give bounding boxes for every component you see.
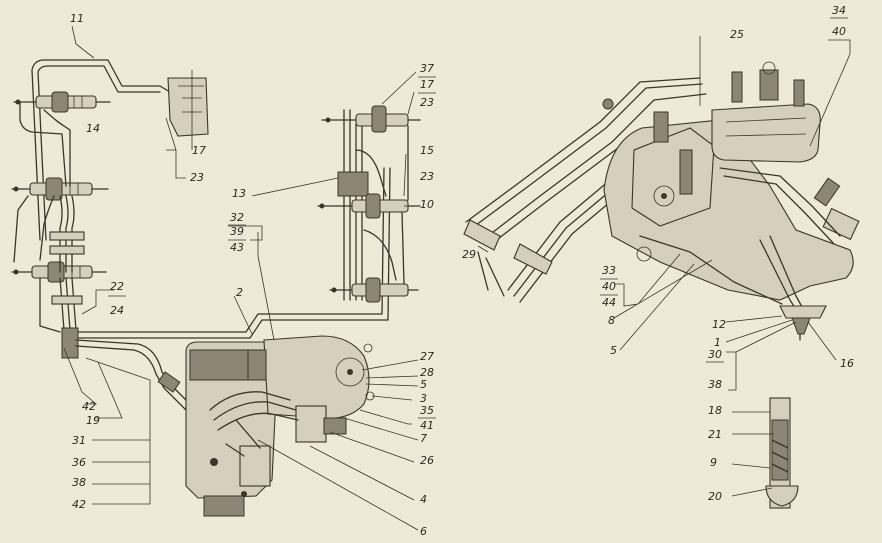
- injector-row-top: [13, 91, 111, 113]
- injector-row-middle: [11, 177, 109, 201]
- label-underlines: [108, 17, 848, 419]
- callout-1: 1: [714, 336, 721, 349]
- injector-row-bottom: [11, 261, 107, 283]
- callout-13: 13: [232, 187, 246, 200]
- callout-15: 15: [420, 144, 434, 157]
- injector-nozzle-29: [463, 219, 553, 297]
- callout-6: 6: [420, 525, 427, 538]
- callout-4: 4: [420, 493, 427, 506]
- right-injector-column: [317, 105, 421, 303]
- callout-40-middle: 40: [602, 280, 616, 293]
- priming-pump: [295, 405, 327, 443]
- callout-2: 2: [236, 286, 243, 299]
- callout-36: 36: [72, 456, 86, 469]
- callout-23-right: 23: [420, 96, 434, 109]
- callout-43: 43: [230, 241, 244, 254]
- callout-41: 41: [420, 419, 434, 432]
- callout-37: 37: [420, 62, 434, 75]
- callout-42-bottom: 42: [72, 498, 86, 511]
- callout-31: 31: [72, 434, 86, 447]
- callout-14: 14: [86, 122, 100, 135]
- callout-42-top: 42: [82, 400, 96, 413]
- callout-12: 12: [712, 318, 726, 331]
- callout-40-top: 40: [832, 25, 846, 38]
- callout-labels: 11 14 17 23 13 32 39 43 2 37 17 23 15 23…: [70, 4, 854, 538]
- callout-23: 23: [190, 171, 204, 184]
- fuel-filter-top-left: [167, 70, 209, 150]
- callout-20: 20: [708, 490, 722, 503]
- callout-25: 25: [730, 28, 744, 41]
- callout-7: 7: [420, 432, 427, 445]
- callout-23-lower: 23: [420, 170, 434, 183]
- pipe-clamp-13: [337, 171, 369, 197]
- callout-38-right: 38: [708, 378, 722, 391]
- pipe-clamp-22: [61, 327, 79, 359]
- right-engine-assembly: [463, 61, 860, 509]
- leader-lines: [55, 25, 851, 531]
- callout-22: 22: [110, 280, 124, 293]
- callout-32: 32: [230, 211, 244, 224]
- callout-38-left: 38: [72, 476, 86, 489]
- left-fuel-line-assembly: [11, 59, 391, 433]
- callout-17-right: 17: [420, 78, 434, 91]
- callout-35: 35: [420, 404, 434, 417]
- callout-34: 34: [832, 4, 846, 17]
- callout-19: 19: [86, 414, 100, 427]
- callout-8: 8: [608, 314, 615, 327]
- injector-right-bottom: [329, 277, 419, 303]
- callout-33: 33: [602, 264, 616, 277]
- callout-16: 16: [840, 357, 854, 370]
- detail-injector: [765, 397, 799, 509]
- injector-right-top: [321, 105, 421, 133]
- injector-right-middle: [317, 193, 421, 219]
- injection-pump: [185, 335, 375, 517]
- callout-9: 9: [710, 456, 717, 469]
- callout-5-right: 5: [610, 344, 617, 357]
- fuel-filter-tank: [711, 61, 821, 163]
- callout-18: 18: [708, 404, 722, 417]
- callout-28: 28: [420, 366, 434, 379]
- callout-39: 39: [230, 225, 244, 238]
- callout-5-left: 5: [420, 378, 427, 391]
- callout-17: 17: [192, 144, 206, 157]
- callout-3: 3: [420, 392, 427, 405]
- callout-26: 26: [420, 454, 434, 467]
- callout-24: 24: [110, 304, 124, 317]
- callout-30: 30: [708, 348, 722, 361]
- callout-27: 27: [420, 350, 434, 363]
- callout-29: 29: [462, 248, 476, 261]
- callout-10: 10: [420, 198, 434, 211]
- callout-11: 11: [70, 12, 84, 25]
- callout-21: 21: [708, 428, 722, 441]
- callout-44: 44: [602, 296, 616, 309]
